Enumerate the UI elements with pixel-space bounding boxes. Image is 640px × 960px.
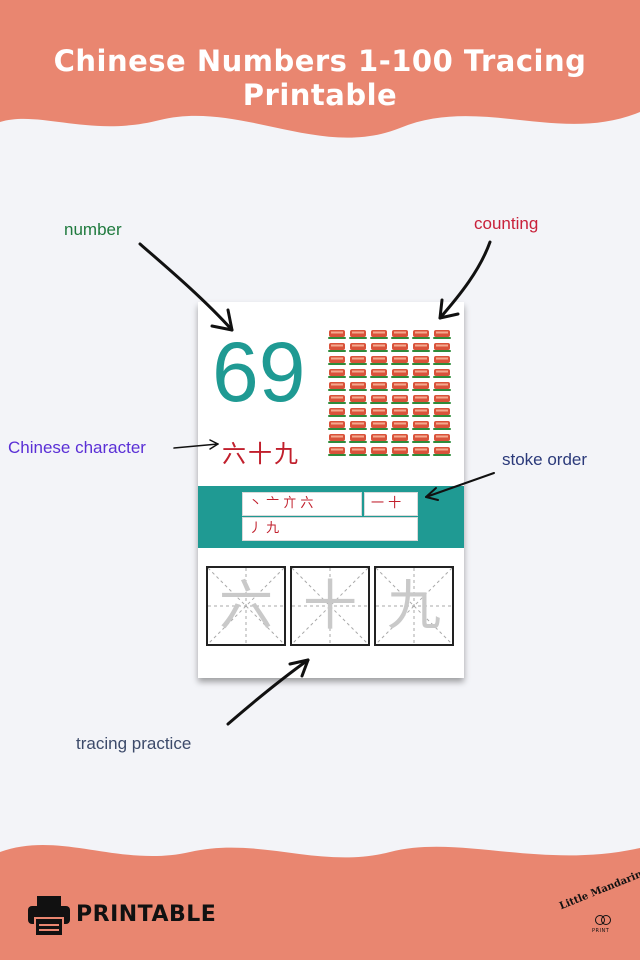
- big-number: 69: [212, 325, 306, 419]
- cup-icon: [349, 408, 367, 417]
- cup-icon: [412, 369, 430, 378]
- tracing-grids: 六 十 九: [206, 566, 456, 650]
- stroke-order-box-jiu: 丿 九: [242, 517, 418, 541]
- cup-icon: [412, 408, 430, 417]
- cup-icon: [328, 382, 346, 391]
- annotation-stroke-order: stoke order: [502, 450, 588, 469]
- cup-icon: [328, 356, 346, 365]
- cup-icon: [349, 447, 367, 456]
- cup-icon: [391, 343, 409, 352]
- cup-icon: [328, 369, 346, 378]
- cup-icon: [370, 447, 388, 456]
- annotation-chinese-character: Chinese character: [8, 438, 146, 457]
- cup-icon: [433, 434, 451, 443]
- tianzige-guide: [208, 568, 284, 644]
- cup-icon: [433, 447, 451, 456]
- cup-icon: [412, 447, 430, 456]
- cup-icon: [412, 434, 430, 443]
- cup-icon: [412, 382, 430, 391]
- cup-icon: [433, 356, 451, 365]
- cup-icon: [328, 330, 346, 339]
- cup-icon: [412, 356, 430, 365]
- annotation-number: number: [64, 220, 122, 239]
- counting-cups-grid: [328, 330, 451, 456]
- cup-icon: [433, 395, 451, 404]
- cup-icon: [349, 356, 367, 365]
- page-title: Chinese Numbers 1-100 Tracing Printable: [53, 44, 587, 112]
- tianzige-guide: [376, 568, 452, 644]
- footer-wave-background: [0, 844, 640, 960]
- cup-icon: [349, 382, 367, 391]
- cup-icon: [349, 330, 367, 339]
- stroke-order-box-shi: 一 十: [364, 492, 418, 516]
- cup-icon: [433, 382, 451, 391]
- cup-icon: [328, 395, 346, 404]
- printable-label: PRINTABLE: [76, 902, 217, 927]
- cup-icon: [391, 356, 409, 365]
- stroke-order-band: 丶 亠 亣 六 一 十 丿 九: [198, 486, 464, 548]
- cup-icon: [433, 330, 451, 339]
- tracing-cell-2[interactable]: 十: [290, 566, 370, 646]
- stroke-order-jiu: 丿 九: [249, 521, 280, 536]
- cup-icon: [349, 421, 367, 430]
- stroke-order-liu: 丶 亠 亣 六: [249, 496, 314, 511]
- trace-char-1: 六: [219, 574, 273, 637]
- cup-icon: [328, 343, 346, 352]
- cup-icon: [349, 369, 367, 378]
- stroke-order-shi: 一 十: [371, 496, 402, 511]
- cup-icon: [391, 408, 409, 417]
- little-mandarin-logo: Little Mandarin PRINT: [552, 869, 640, 944]
- annotation-counting: counting: [474, 214, 539, 233]
- cup-icon: [370, 343, 388, 352]
- cup-icon: [370, 369, 388, 378]
- cup-icon: [412, 330, 430, 339]
- cup-icon: [412, 421, 430, 430]
- cup-icon: [391, 395, 409, 404]
- printer-icon: [28, 896, 70, 937]
- cup-icon: [433, 369, 451, 378]
- cup-icon: [370, 408, 388, 417]
- worksheet-card: 69 六十九 丶 亠 亣 六 一 十 丿 九 六: [198, 302, 464, 678]
- tracing-cell-1[interactable]: 六: [206, 566, 286, 646]
- cup-icon: [349, 395, 367, 404]
- cup-icon: [391, 447, 409, 456]
- cup-icon: [328, 408, 346, 417]
- trace-char-3: 九: [387, 574, 441, 637]
- chinese-number-characters: 六十九: [222, 440, 300, 468]
- header-wave-background: [0, 0, 640, 138]
- cup-icon: [391, 421, 409, 430]
- cup-icon: [370, 421, 388, 430]
- cup-icon: [391, 382, 409, 391]
- cup-icon: [328, 447, 346, 456]
- cup-icon: [391, 330, 409, 339]
- cup-icon: [349, 434, 367, 443]
- cup-icon: [433, 408, 451, 417]
- cup-icon: [433, 421, 451, 430]
- cup-icon: [370, 356, 388, 365]
- cup-icon: [433, 343, 451, 352]
- cup-icon: [412, 395, 430, 404]
- cup-icon: [370, 395, 388, 404]
- annotation-tracing-practice: tracing practice: [76, 734, 192, 753]
- cup-icon: [328, 421, 346, 430]
- trace-char-2: 十: [303, 574, 357, 637]
- cup-icon: [370, 382, 388, 391]
- tracing-cell-3[interactable]: 九: [374, 566, 454, 646]
- tianzige-guide: [292, 568, 368, 644]
- cup-icon: [349, 343, 367, 352]
- cup-icon: [391, 369, 409, 378]
- stroke-order-box-liu: 丶 亠 亣 六: [242, 492, 362, 516]
- cup-icon: [328, 434, 346, 443]
- cup-icon: [370, 330, 388, 339]
- cup-icon: [412, 343, 430, 352]
- logo-subtext: PRINT: [592, 928, 610, 934]
- cup-icon: [391, 434, 409, 443]
- cup-icon: [370, 434, 388, 443]
- logo-circles-icon: [595, 915, 611, 925]
